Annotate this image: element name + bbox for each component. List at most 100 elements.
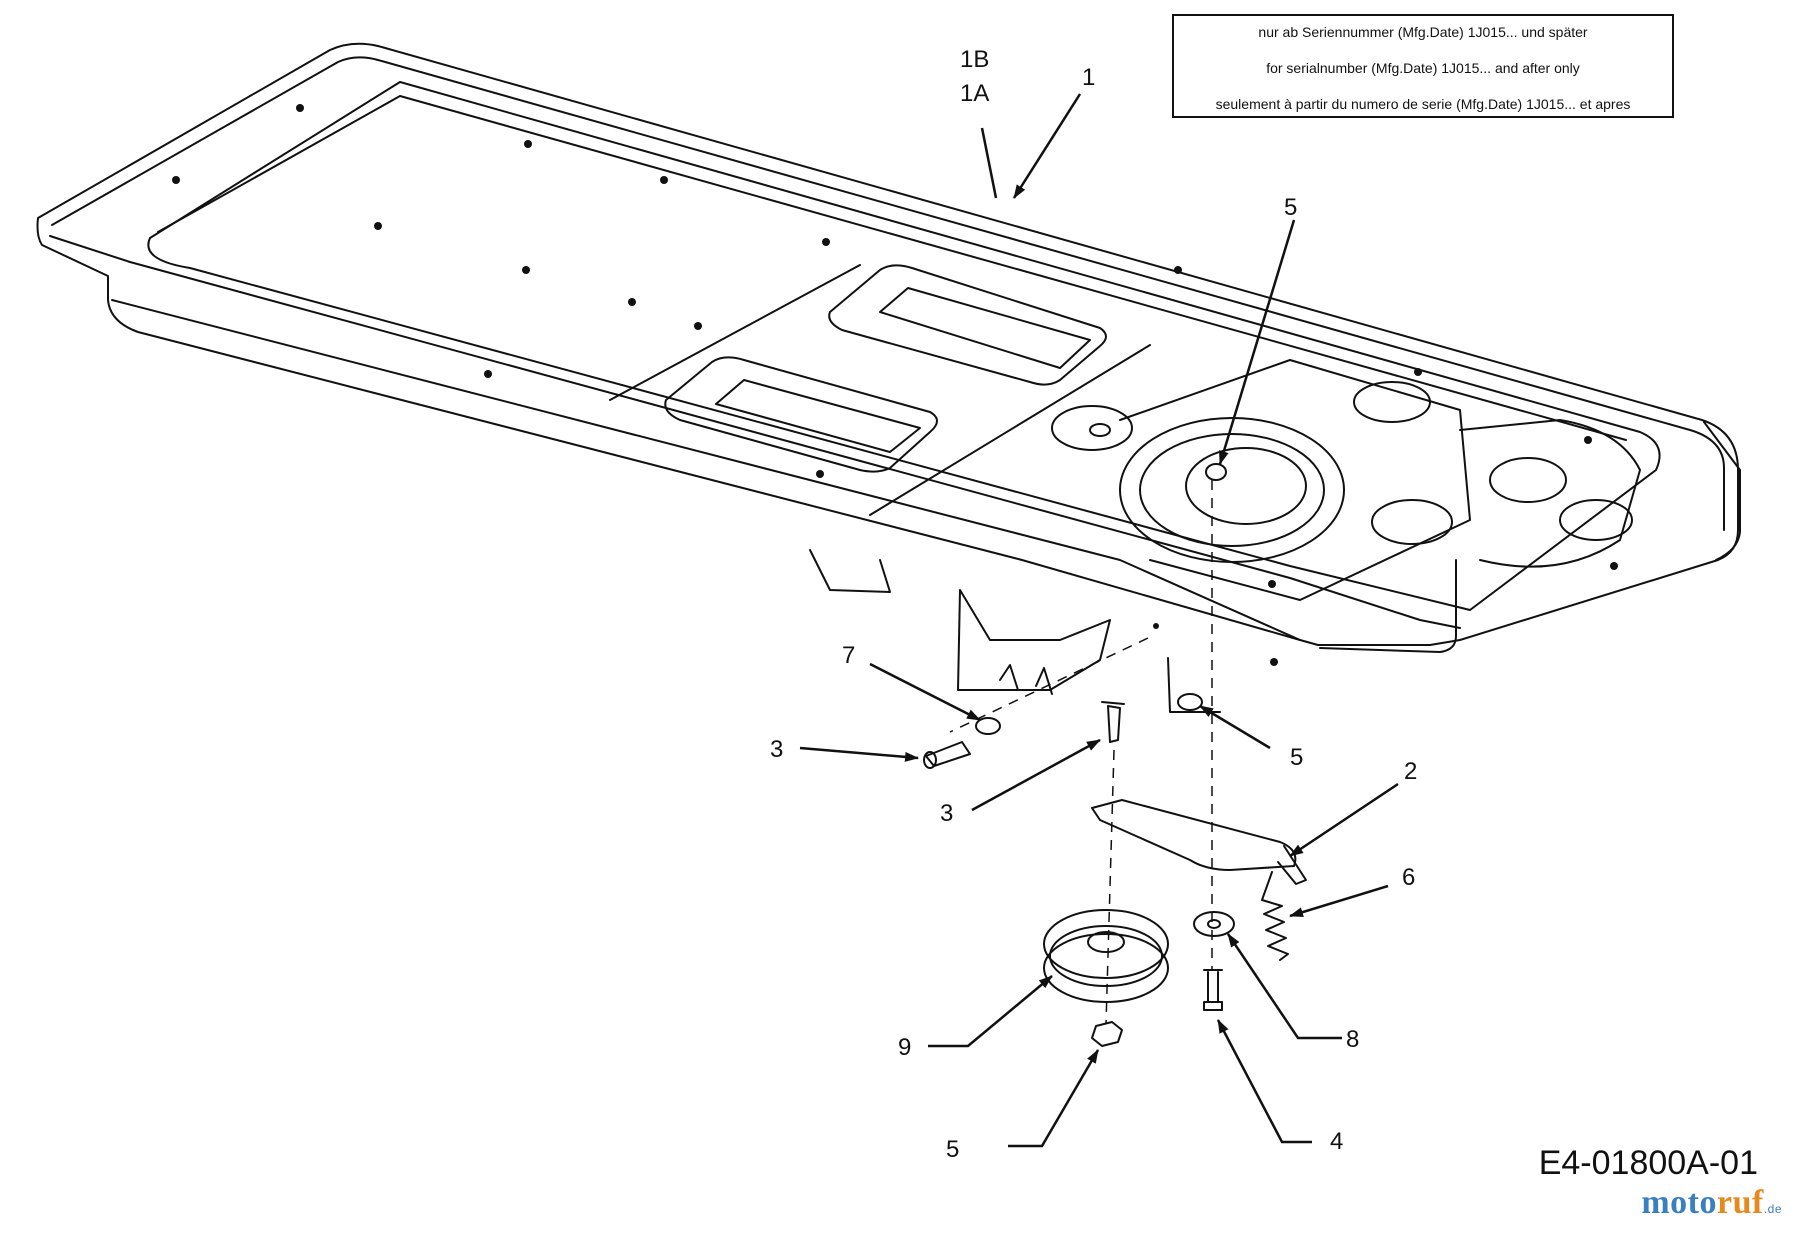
leader-5-top	[1218, 219, 1296, 465]
leader-1B-1A	[980, 127, 998, 199]
bracket-left	[809, 549, 891, 593]
deck-inner-recess	[147, 81, 1661, 611]
callout-9: 9	[898, 1034, 912, 1061]
pulley-top	[1043, 909, 1169, 979]
leader-3-mid	[971, 738, 1101, 812]
deck-channel	[609, 264, 1151, 516]
deck-opening-upper	[828, 264, 1107, 386]
deck-hole	[522, 266, 530, 274]
callout-6: 6	[1402, 864, 1416, 891]
callout-2: 2	[1404, 758, 1418, 785]
bolt-3-horizontal-head	[923, 751, 937, 769]
callout-7: 7	[842, 642, 856, 669]
callout-1: 1	[1082, 64, 1096, 91]
deck-hole	[660, 176, 668, 184]
serial-note-box: nur ab Seriennummer (Mfg.Date) 1J015... …	[1172, 14, 1674, 118]
nut-bottom	[1091, 1021, 1123, 1047]
nut-5-right	[1177, 693, 1203, 711]
shoulder-bolt-4	[1203, 969, 1223, 1011]
leader-5-right	[1199, 704, 1271, 750]
brand-logo-part2: ruf	[1716, 1184, 1764, 1221]
deck-hole	[484, 370, 492, 378]
serial-note-english: for serialnumber (Mfg.Date) 1J015... and…	[1266, 60, 1580, 76]
deck-hole	[296, 104, 304, 112]
washer-hole	[1207, 919, 1221, 929]
leader-8	[1226, 933, 1342, 1040]
callout-1B: 1B	[960, 46, 990, 73]
leader-7	[869, 662, 981, 722]
deck-front-edge	[49, 235, 1461, 629]
deck-hole	[628, 298, 636, 306]
centerline-horizontal	[949, 637, 1149, 733]
deck-hole	[1174, 266, 1182, 274]
callout-8: 8	[1346, 1026, 1360, 1053]
brand-logo-tld: .de	[1763, 1202, 1782, 1216]
deck-outer-frame	[36, 42, 1739, 646]
spring	[1261, 871, 1289, 961]
deck-oval-hole-3	[1489, 457, 1567, 503]
callout-5-bottom: 5	[946, 1136, 960, 1163]
deck-inner-wall	[157, 95, 1627, 441]
callout-5-right: 5	[1290, 744, 1304, 771]
deck-pulley-ring-outer	[1119, 417, 1345, 563]
leader-5-bottom	[1008, 1049, 1100, 1148]
deck-opening-lower	[664, 356, 938, 473]
brand-logo-part1: moto	[1641, 1184, 1717, 1221]
idler-bracket	[957, 589, 1111, 691]
pulley-groove	[1049, 925, 1163, 987]
deck-oval-hole-4	[1559, 499, 1633, 541]
deck-pulley-hole	[1185, 447, 1307, 525]
deck-boss-hole	[1089, 423, 1111, 437]
leader-9	[928, 975, 1053, 1048]
washer	[1193, 911, 1235, 937]
callout-3-mid: 3	[940, 800, 954, 827]
deck-end-cap	[1319, 559, 1457, 653]
deck-hole	[1414, 368, 1422, 376]
callout-4: 4	[1330, 1128, 1344, 1155]
idler-arm-tab	[1277, 845, 1307, 885]
deck-oval-hole-2	[1371, 499, 1453, 545]
leader-3-left	[799, 746, 919, 762]
callout-1A: 1A	[960, 80, 990, 107]
deck-hole	[816, 470, 824, 478]
diagram-code: E4-01800A-01	[1538, 1144, 1758, 1182]
leader-4	[1216, 1019, 1312, 1144]
deck-corner-right	[1703, 421, 1741, 561]
callout-5-top: 5	[1284, 194, 1298, 221]
serial-note-german: nur ab Seriennummer (Mfg.Date) 1J015... …	[1258, 24, 1588, 40]
leader-1	[1012, 93, 1082, 199]
deck-pulley-ring	[1139, 433, 1325, 547]
deck-hole	[1584, 436, 1592, 444]
serial-note-french: seulement à partir du numero de serie (M…	[1215, 96, 1631, 112]
deck-hole	[1153, 623, 1159, 629]
deck-hole	[1268, 580, 1276, 588]
deck-hole	[1610, 562, 1618, 570]
idler-arm	[1091, 799, 1297, 871]
deck-oval-hole	[1353, 381, 1431, 423]
deck-hole	[822, 238, 830, 246]
deck-mount-plate	[1119, 359, 1471, 601]
deck-top-edge	[51, 56, 1725, 531]
callout-3-left: 3	[770, 736, 784, 763]
deck-hole	[374, 222, 382, 230]
deck-hole	[524, 140, 532, 148]
deck-boss	[1051, 405, 1133, 451]
deck-hole	[694, 322, 702, 330]
deck-hole	[172, 176, 180, 184]
deck-opening-lower-inner	[715, 379, 921, 453]
deck-right-pocket	[1459, 419, 1641, 568]
pulley-hub	[1087, 931, 1125, 953]
brand-logo: motoruf.de	[1641, 1184, 1782, 1222]
bolt-3-vertical-head	[1101, 701, 1125, 705]
spacer-7	[975, 717, 1001, 735]
bolt-3-vertical	[1107, 705, 1121, 743]
deck-skirt	[111, 299, 1301, 641]
nut-5-top	[1205, 463, 1227, 481]
deck-hole	[1270, 658, 1278, 666]
leader-2	[1289, 782, 1399, 858]
bolt-3-horizontal	[925, 741, 971, 767]
leader-6	[1289, 884, 1389, 918]
centerline-vertical-left	[1105, 749, 1115, 1025]
